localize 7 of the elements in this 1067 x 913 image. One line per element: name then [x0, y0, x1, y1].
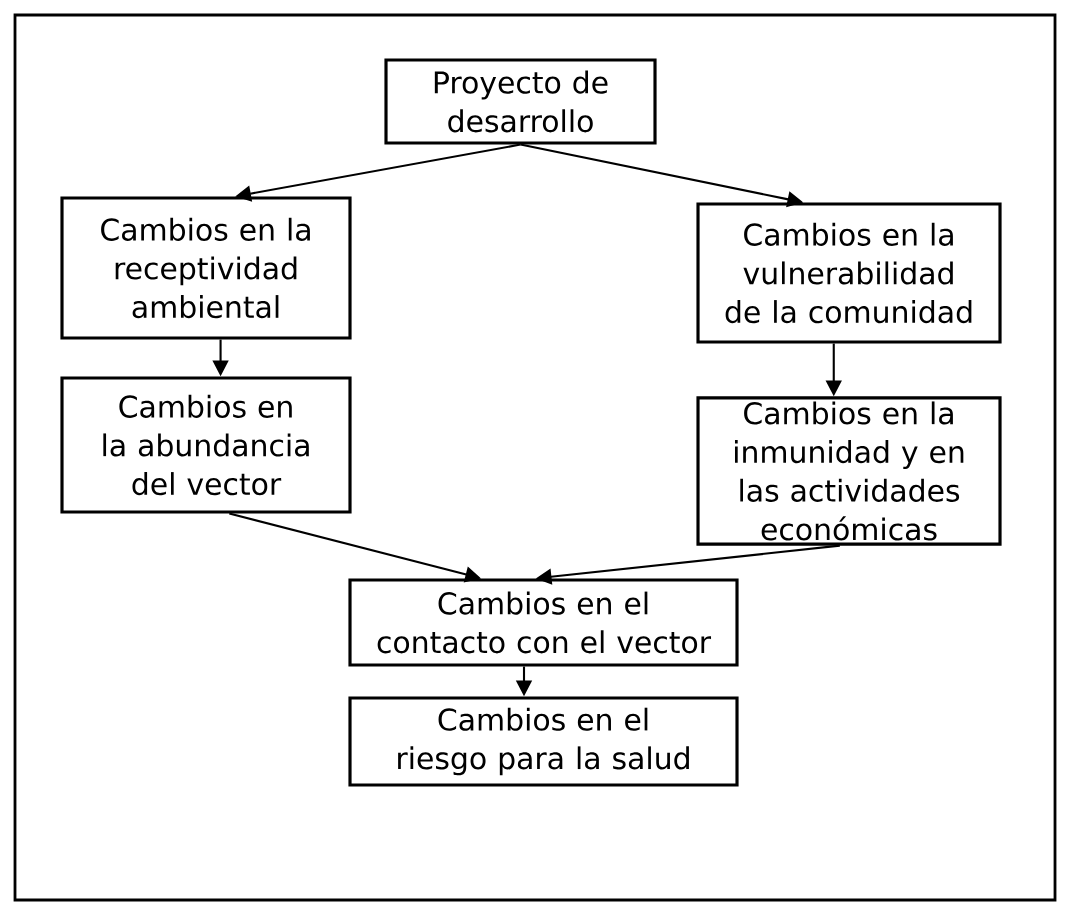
process-box: Proyecto de desarrollo: [384, 58, 657, 145]
process-box: Cambios en la abundancia del vector: [60, 376, 352, 514]
process-box: Cambios en la receptividad ambiental: [60, 196, 352, 340]
process-box: Cambios en el contacto con el vector: [348, 578, 739, 667]
process-box: Cambios en la inmunidad y en las actividades económicas: [696, 396, 1002, 546]
process-box: Cambios en el riesgo para la salud: [348, 696, 739, 787]
process-box: Cambios en la vulnerabilidad de la comunidad: [696, 202, 1002, 344]
